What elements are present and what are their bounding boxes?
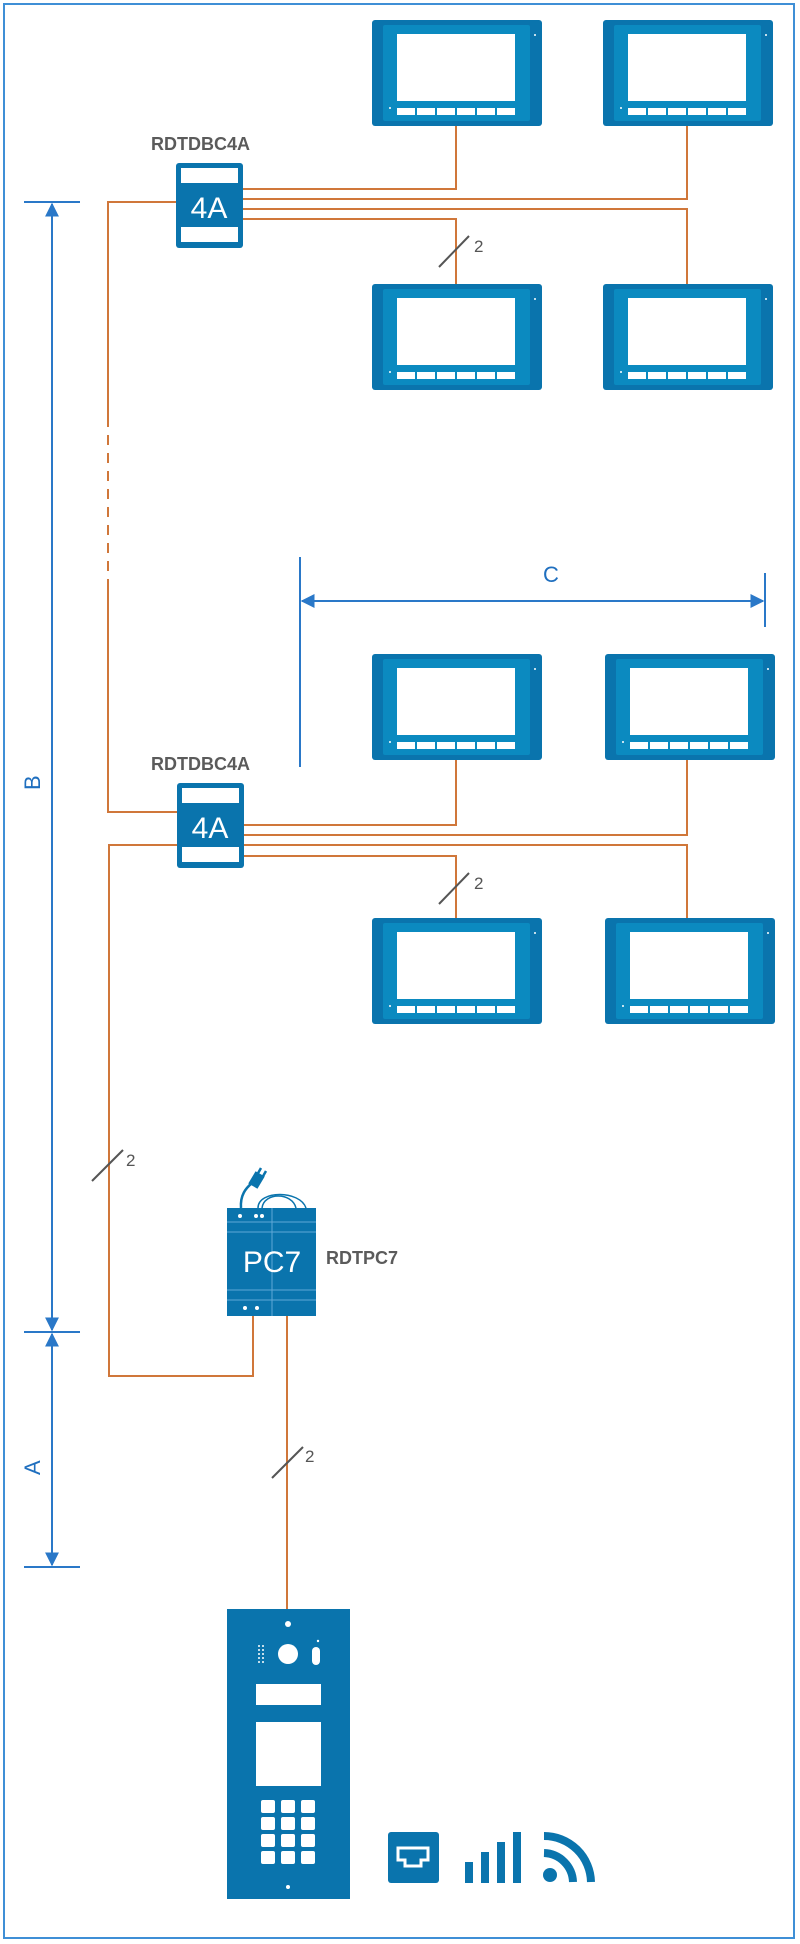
power-supply-model-label: RDTPC7 <box>326 1248 398 1268</box>
keypad-key <box>281 1851 295 1864</box>
monitor <box>372 918 542 1024</box>
monitor-group-bottom <box>372 654 775 1024</box>
power-supply: PC7 RDTPC7 <box>227 1167 398 1316</box>
power-plug-icon <box>239 1167 268 1209</box>
keypad-key <box>301 1800 315 1813</box>
wire-count-panel-label: 2 <box>305 1447 314 1466</box>
monitor-group-top <box>372 20 773 390</box>
dimension-c <box>299 557 766 767</box>
name-plate <box>256 1684 321 1705</box>
monitor <box>372 20 542 126</box>
link-cable <box>257 1193 307 1209</box>
wire-count-riser: 2 <box>91 1149 135 1182</box>
wire-top-monitor-1 <box>243 126 457 190</box>
monitor <box>605 654 775 760</box>
ethernet-icon <box>388 1832 439 1883</box>
panel-display <box>256 1722 321 1786</box>
keypad-key <box>281 1817 295 1830</box>
wire-bottom-monitor-3 <box>244 855 457 918</box>
distributor-bottom: RDTDBC4A 4A <box>151 754 250 868</box>
wire-top-monitor-3 <box>243 218 457 284</box>
keypad-key <box>281 1834 295 1847</box>
outdoor-panel <box>227 1609 350 1899</box>
keypad-key <box>261 1800 275 1813</box>
wire-count-top: 2 <box>438 235 483 268</box>
distributor-top-model-label: RDTDBC4A <box>151 134 250 154</box>
keypad <box>261 1800 315 1864</box>
wire-bottom-monitor-1 <box>244 760 457 826</box>
distributor-top: RDTDBC4A 4A <box>151 134 250 248</box>
keypad-key <box>261 1851 275 1864</box>
frame-border <box>3 3 795 1939</box>
keypad-key <box>281 1800 295 1813</box>
camera-icon <box>278 1644 298 1664</box>
wire-count-riser-label: 2 <box>126 1151 135 1170</box>
power-supply-box-label: PC7 <box>243 1246 301 1279</box>
keypad-key <box>301 1851 315 1864</box>
monitor <box>372 654 542 760</box>
wire-top-monitor-4 <box>243 208 688 284</box>
speaker-grille-icon <box>258 1645 264 1663</box>
monitor <box>603 20 773 126</box>
keypad-key <box>301 1817 315 1830</box>
dimension-c-label: C <box>543 562 559 587</box>
keypad-key <box>261 1817 275 1830</box>
wire-count-top-label: 2 <box>474 237 483 256</box>
dimension-a-label: A <box>20 1460 45 1475</box>
wire-count-panel: 2 <box>271 1446 314 1479</box>
dimension-b <box>24 201 80 1332</box>
wifi-icon <box>543 1832 595 1883</box>
distributor-top-box-label: 4A <box>191 192 228 225</box>
monitor <box>372 284 542 390</box>
cellular-signal-icon <box>465 1832 521 1883</box>
wire-riser-psu <box>108 844 254 1377</box>
wire-riser-mid <box>107 582 177 813</box>
monitor <box>603 284 773 390</box>
light-sensor-icon <box>312 1647 320 1665</box>
keypad-key <box>261 1834 275 1847</box>
keypad-key <box>301 1834 315 1847</box>
distributor-bottom-model-label: RDTDBC4A <box>151 754 250 774</box>
distributor-bottom-box-label: 4A <box>192 812 229 845</box>
dimension-b-label: B <box>20 775 45 790</box>
wire-count-bottom-label: 2 <box>474 874 483 893</box>
dimension-a <box>24 1331 80 1568</box>
wire-count-bottom: 2 <box>438 872 483 905</box>
wiring <box>107 126 688 1609</box>
wire-riser-top <box>107 201 176 417</box>
wire-bottom-monitor-2 <box>244 760 688 836</box>
wire-top-monitor-2 <box>243 126 688 200</box>
monitor <box>605 918 775 1024</box>
wire-bottom-monitor-4 <box>244 844 688 918</box>
